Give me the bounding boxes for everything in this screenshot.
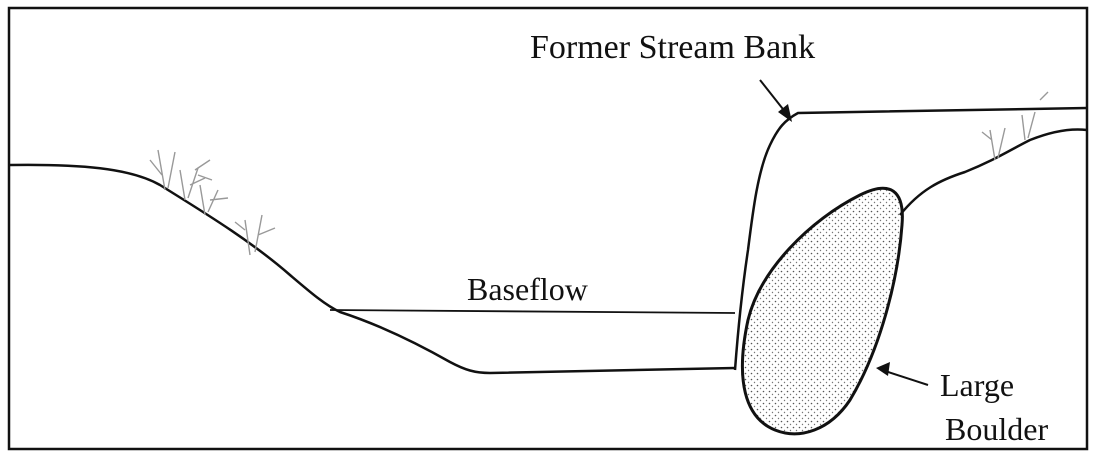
large-boulder-label-line1: Large xyxy=(940,367,1014,403)
diagram-border xyxy=(9,8,1087,449)
baseflow-water-line xyxy=(330,310,735,313)
channel-profile-line xyxy=(10,165,735,373)
former-stream-bank-label: Former Stream Bank xyxy=(530,29,815,66)
large-boulder-label-line2: Boulder xyxy=(945,411,1048,447)
former-stream-bank-arrow xyxy=(760,80,792,122)
large-boulder-shape xyxy=(742,188,902,434)
vegetation-right xyxy=(982,92,1048,160)
right-bank-line xyxy=(900,129,1087,215)
baseflow-label: Baseflow xyxy=(467,271,588,307)
vegetation-left xyxy=(150,150,275,255)
large-boulder-arrow xyxy=(876,362,928,385)
